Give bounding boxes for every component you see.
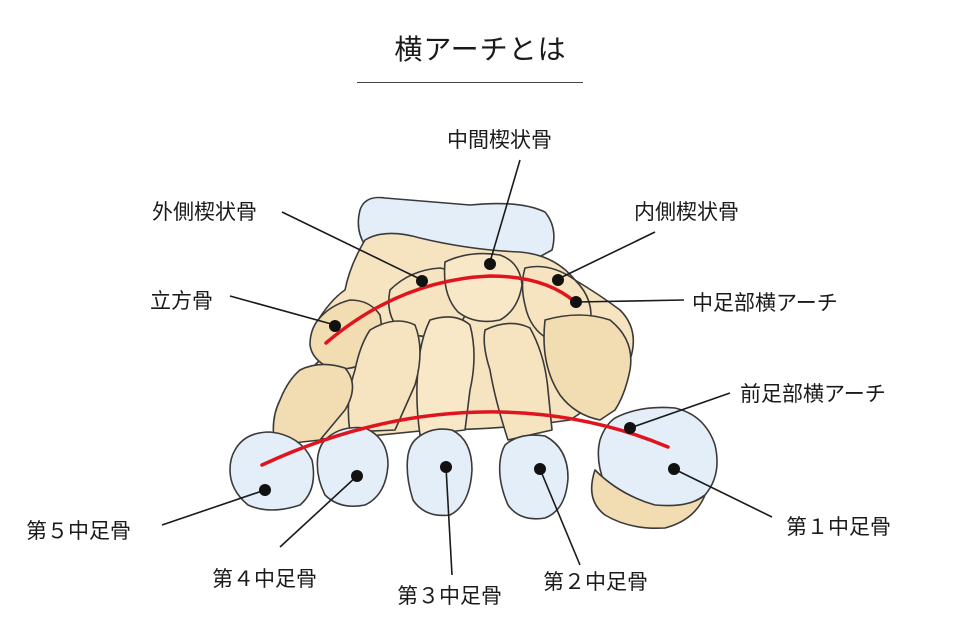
dot-metatarsal-3 (440, 461, 452, 473)
leader-metatarsal-1 (673, 468, 773, 518)
leader-metatarsal-4 (279, 475, 358, 548)
label-metatarsal-1: 第１中足骨 (786, 515, 891, 539)
metatarsal-4-shaft (347, 320, 421, 433)
label-medial-cuneiform: 内側楔状骨 (634, 200, 739, 224)
marker-dots (259, 258, 680, 496)
label-metatarsal-5: 第５中足骨 (26, 519, 131, 543)
dot-intermediate-cuneiform (484, 258, 496, 270)
intermediate-cuneiform-bone (443, 252, 523, 323)
label-midfoot-transverse-arch: 中足部横アーチ (692, 291, 838, 315)
label-metatarsal-3: 第３中足骨 (397, 584, 502, 608)
dot-metatarsal-4 (351, 470, 363, 482)
leader-intermediate-cuneiform (489, 159, 521, 263)
leader-metatarsal-2 (539, 468, 581, 566)
dot-metatarsal-5 (259, 484, 271, 496)
dot-midfoot-arch (570, 296, 582, 308)
metatarsal-1-shaft (543, 314, 632, 421)
leader-midfoot-arch (575, 299, 685, 303)
page-title: 横アーチとは (394, 33, 567, 66)
dot-cuboid (329, 320, 341, 332)
leader-medial-cuneiform (557, 231, 656, 280)
metatarsal-3-head (406, 428, 473, 517)
leader-lines (161, 159, 773, 576)
title-underline (357, 82, 583, 83)
metatarsal-2-head (498, 434, 569, 520)
dot-medial-cuneiform (552, 274, 564, 286)
label-cuboid: 立方骨 (150, 289, 213, 313)
foot-bones-group (229, 196, 718, 530)
leader-metatarsal-5 (161, 489, 266, 526)
forefoot-transverse-arch-line (260, 410, 670, 467)
dot-metatarsal-1 (668, 463, 680, 475)
label-intermediate-cuneiform: 中間楔状骨 (447, 128, 552, 152)
metatarsal-1-base (590, 469, 706, 530)
label-lateral-cuneiform: 外側楔状骨 (152, 200, 257, 224)
dot-forefoot-arch (624, 422, 636, 434)
leader-lateral-cuneiform (281, 211, 423, 281)
leader-forefoot-arch (629, 392, 731, 429)
label-forefoot-transverse-arch: 前足部横アーチ (740, 382, 886, 406)
leader-cuboid (229, 295, 336, 326)
dot-metatarsal-2 (534, 463, 546, 475)
dot-lateral-cuneiform (416, 275, 428, 287)
midfoot-transverse-arch-line (324, 274, 577, 345)
label-metatarsal-2: 第２中足骨 (543, 570, 648, 594)
leader-metatarsal-3 (445, 466, 453, 576)
label-metatarsal-4: 第４中足骨 (212, 567, 317, 591)
